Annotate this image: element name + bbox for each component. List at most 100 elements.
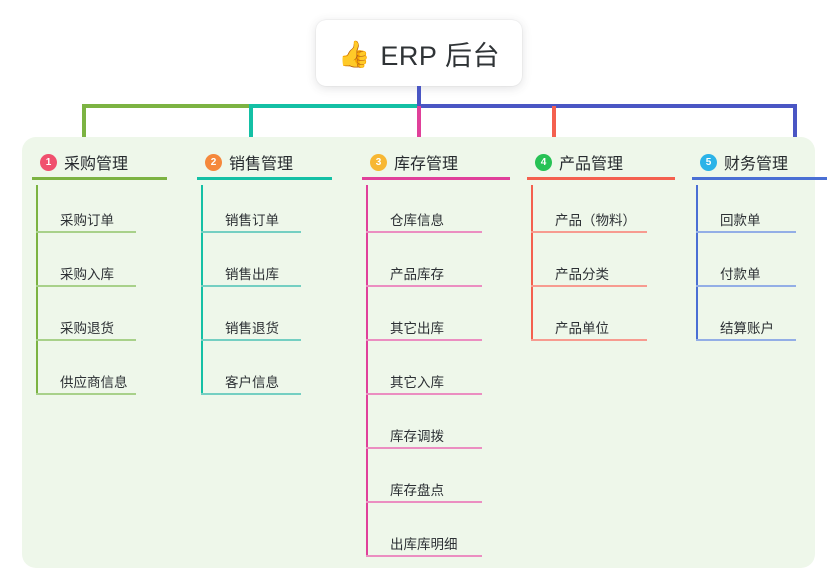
branch-trunk-5 <box>696 185 698 341</box>
leaf-node-rule <box>366 285 482 287</box>
leaf-node[interactable]: 其它入库 <box>366 347 517 401</box>
bus-segment-right <box>417 104 797 108</box>
leaf-node-rule <box>36 285 136 287</box>
branch-header-rule-3 <box>362 177 510 180</box>
root-node-card[interactable]: 👍 ERP 后台 <box>316 20 522 86</box>
branch-badge-1: 1 <box>40 153 57 171</box>
leaf-node-label: 供应商信息 <box>60 375 128 390</box>
leaf-node[interactable]: 销售出库 <box>201 239 352 293</box>
leaf-node-rule <box>531 285 647 287</box>
branch-badge-5: 5 <box>700 153 717 171</box>
leaf-node[interactable]: 产品分类 <box>531 239 682 293</box>
thumbs-up-icon: 👍 <box>338 39 371 69</box>
leaf-node[interactable]: 回款单 <box>696 185 839 239</box>
leaf-node[interactable]: 销售退货 <box>201 293 352 347</box>
branch-trunk-2 <box>201 185 203 395</box>
branch-header-rule-5 <box>692 177 827 180</box>
branch-item-list-2: 销售订单销售出库销售退货客户信息 <box>187 185 352 401</box>
leaf-node[interactable]: 产品单位 <box>531 293 682 347</box>
bus-segment-middle <box>249 104 419 108</box>
branch-column-5: 5 财务管理回款单付款单结算账户 <box>682 137 839 568</box>
leaf-node-rule <box>531 339 647 341</box>
leaf-node-rule <box>201 231 301 233</box>
leaf-node[interactable]: 产品（物料） <box>531 185 682 239</box>
leaf-node[interactable]: 库存调拨 <box>366 401 517 455</box>
branch-header-1[interactable]: 1 采购管理 <box>22 147 187 177</box>
leaf-node-label: 客户信息 <box>225 375 279 390</box>
leaf-node-rule <box>36 231 136 233</box>
leaf-node-rule <box>696 339 796 341</box>
branch-drop-4 <box>552 106 556 142</box>
leaf-node-rule <box>201 393 301 395</box>
leaf-node-rule <box>696 231 796 233</box>
branch-header-rule-4 <box>527 177 675 180</box>
leaf-node-label: 出库库明细 <box>390 537 458 552</box>
leaf-node-rule <box>366 393 482 395</box>
branch-item-list-5: 回款单付款单结算账户 <box>682 185 839 347</box>
leaf-node-label: 产品分类 <box>555 267 609 282</box>
branch-header-rule-1 <box>32 177 167 180</box>
leaf-node[interactable]: 销售订单 <box>201 185 352 239</box>
leaf-node-label: 采购订单 <box>60 213 114 228</box>
branch-title-2: 销售管理 <box>229 156 294 173</box>
leaf-node-label: 采购退货 <box>60 321 114 336</box>
branch-column-1: 1 采购管理采购订单采购入库采购退货供应商信息 <box>22 137 187 568</box>
leaf-node-label: 其它出库 <box>390 321 444 336</box>
leaf-node-label: 其它入库 <box>390 375 444 390</box>
leaf-node-label: 付款单 <box>720 267 761 282</box>
leaf-node[interactable]: 库存盘点 <box>366 455 517 509</box>
branch-drop-5 <box>793 106 797 142</box>
leaf-node-label: 产品库存 <box>390 267 444 282</box>
leaf-node-rule <box>36 393 136 395</box>
branch-item-list-3: 仓库信息产品库存其它出库其它入库库存调拨库存盘点出库库明细 <box>352 185 517 563</box>
leaf-node[interactable]: 其它出库 <box>366 293 517 347</box>
branch-title-3: 库存管理 <box>394 156 459 173</box>
leaf-node-rule <box>531 231 647 233</box>
leaf-node[interactable]: 付款单 <box>696 239 839 293</box>
leaf-node-rule <box>696 285 796 287</box>
leaf-node-label: 结算账户 <box>720 321 774 336</box>
branch-item-list-4: 产品（物料） 产品分类产品单位 <box>517 185 682 347</box>
bus-segment-left <box>82 104 249 108</box>
branch-title-5: 财务管理 <box>724 156 789 173</box>
leaf-node[interactable]: 采购入库 <box>36 239 187 293</box>
leaf-node[interactable]: 采购订单 <box>36 185 187 239</box>
branch-trunk-3 <box>366 185 368 557</box>
leaf-node[interactable]: 出库库明细 <box>366 509 517 563</box>
root-node-title: ERP 后台 <box>380 40 500 71</box>
branch-header-rule-2 <box>197 177 332 180</box>
leaf-node-rule <box>201 339 301 341</box>
leaf-node-label: 库存盘点 <box>390 483 444 498</box>
leaf-node-rule <box>366 447 482 449</box>
leaf-node[interactable]: 产品库存 <box>366 239 517 293</box>
leaf-node[interactable]: 供应商信息 <box>36 347 187 401</box>
leaf-node-rule <box>36 339 136 341</box>
leaf-node-label: 产品（物料） <box>555 213 636 228</box>
leaf-node[interactable]: 结算账户 <box>696 293 839 347</box>
leaf-node-label: 销售订单 <box>225 213 279 228</box>
branch-title-1: 采购管理 <box>64 156 129 173</box>
leaf-node-rule <box>201 285 301 287</box>
leaf-node-label: 产品单位 <box>555 321 609 336</box>
branch-drop-2 <box>249 106 253 142</box>
branch-drop-1 <box>82 106 86 142</box>
leaf-node-label: 销售出库 <box>225 267 279 282</box>
branch-trunk-4 <box>531 185 533 341</box>
leaf-node[interactable]: 采购退货 <box>36 293 187 347</box>
leaf-node-label: 采购入库 <box>60 267 114 282</box>
leaf-node[interactable]: 客户信息 <box>201 347 352 401</box>
leaf-node-rule <box>366 501 482 503</box>
branch-header-5[interactable]: 5 财务管理 <box>682 147 839 177</box>
leaf-node-label: 回款单 <box>720 213 761 228</box>
leaf-node[interactable]: 仓库信息 <box>366 185 517 239</box>
leaf-node-rule <box>366 231 482 233</box>
branch-title-4: 产品管理 <box>559 156 624 173</box>
